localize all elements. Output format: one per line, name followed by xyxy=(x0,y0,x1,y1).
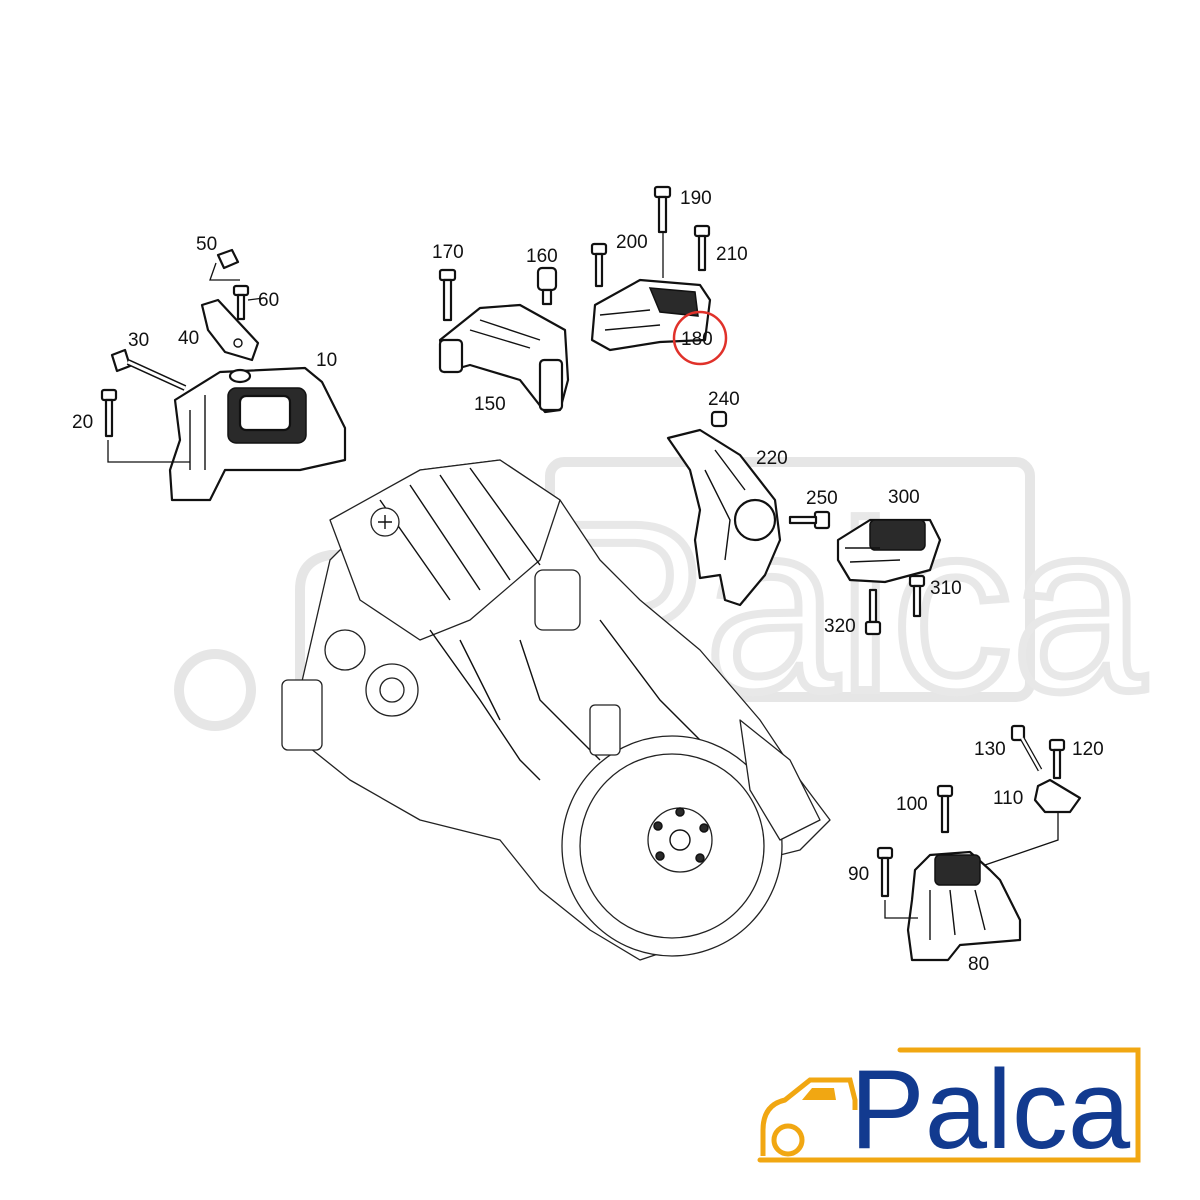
engine-assembly xyxy=(281,459,831,961)
bolt-170 xyxy=(438,268,457,322)
callout-120: 120 xyxy=(1072,739,1104,760)
callout-60: 60 xyxy=(258,290,279,311)
callout-40: 40 xyxy=(178,328,199,349)
callout-300: 300 xyxy=(888,487,920,508)
bolt-310 xyxy=(908,574,926,618)
callout-200: 200 xyxy=(616,232,648,253)
bolt-200 xyxy=(590,242,608,288)
callout-250: 250 xyxy=(806,488,838,509)
engine-mount-10 xyxy=(168,366,347,502)
transmission-mount-150 xyxy=(438,303,570,414)
logo-text: Palca xyxy=(850,1047,1131,1172)
callout-150: 150 xyxy=(474,394,506,415)
callout-130: 130 xyxy=(974,739,1006,760)
bolt-210 xyxy=(693,224,711,272)
support-bracket-220 xyxy=(666,428,782,607)
engine-mount-300 xyxy=(836,518,942,584)
bolt-90 xyxy=(876,846,894,898)
callout-100: 100 xyxy=(896,794,928,815)
car-icon xyxy=(760,1077,858,1157)
callout-160: 160 xyxy=(526,246,558,267)
bolt-100 xyxy=(936,784,954,834)
mount-bracket-180 xyxy=(590,278,712,352)
callout-240: 240 xyxy=(708,389,740,410)
callout-220: 220 xyxy=(756,448,788,469)
bolt-250 xyxy=(788,510,831,530)
bolt-240 xyxy=(710,410,728,428)
callout-10: 10 xyxy=(316,350,337,371)
engine-mount-80 xyxy=(906,850,1022,962)
callout-190: 190 xyxy=(680,188,712,209)
callout-50: 50 xyxy=(196,234,217,255)
callout-310: 310 xyxy=(930,578,962,599)
callout-170: 170 xyxy=(432,242,464,263)
bolt-320 xyxy=(864,588,882,636)
callout-180-highlight xyxy=(672,310,728,366)
bolt-60 xyxy=(232,284,250,321)
bolt-190 xyxy=(653,185,672,234)
bolt-30 xyxy=(110,348,187,391)
callout-180: 180 xyxy=(681,329,713,350)
callout-80: 80 xyxy=(968,954,989,975)
bolt-130 xyxy=(1010,724,1043,772)
callout-90: 90 xyxy=(848,864,869,885)
callout-210: 210 xyxy=(716,244,748,265)
callout-320: 320 xyxy=(824,616,856,637)
bolt-120 xyxy=(1048,738,1066,780)
callout-labels: 10 20 30 40 50 60 80 90 100 110 120 130 … xyxy=(72,188,1104,975)
bolt-20 xyxy=(100,388,118,438)
bracket-40 xyxy=(200,298,260,362)
palca-logo: Palca xyxy=(757,1047,1141,1172)
bracket-110 xyxy=(1033,778,1082,814)
callout-110: 110 xyxy=(993,788,1023,809)
stud-160 xyxy=(536,266,558,306)
nut-50 xyxy=(216,248,240,270)
callout-30: 30 xyxy=(128,330,149,351)
callout-20: 20 xyxy=(72,412,93,433)
